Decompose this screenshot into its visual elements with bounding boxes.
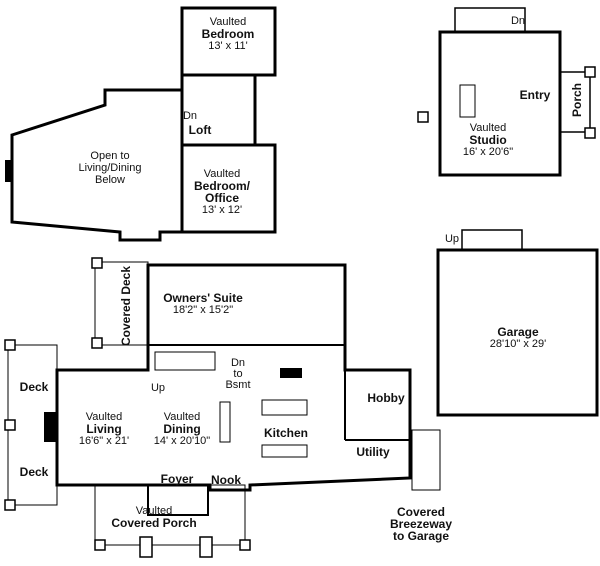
room-name: Covered Porch	[111, 516, 197, 530]
vaulted-text: Vaulted	[135, 505, 173, 517]
room-size: 16' x 20'6"	[462, 146, 514, 158]
room-name: Office	[204, 191, 240, 205]
deck-label: Deck	[19, 465, 49, 479]
kitchen-label: Kitchen	[263, 426, 309, 440]
room-name: Studio	[469, 133, 507, 147]
room-size: 16'6" x 21'	[78, 435, 130, 447]
room-name: Owners' Suite	[163, 291, 243, 305]
line: Covered	[396, 505, 446, 519]
foyer-label: Foyer	[160, 472, 194, 486]
room-size: 13' x 12'	[201, 204, 243, 216]
room-size: 14' x 20'10"	[153, 435, 211, 447]
garage-stair-up-label: Up	[444, 233, 460, 245]
deck-label: Deck	[19, 380, 49, 394]
stair-down-label: Dn	[182, 110, 198, 122]
vaulted-text: Vaulted	[469, 122, 507, 134]
line: Below	[95, 174, 125, 186]
posts	[4, 66, 596, 558]
line: to Garage	[392, 529, 450, 543]
nook-label: Nook	[211, 473, 241, 487]
vaulted-text: Vaulted	[163, 411, 201, 423]
line: Dn	[230, 357, 246, 369]
room-size: 13' x 11'	[208, 40, 248, 52]
stair-up-label: Up	[150, 382, 166, 394]
room-name: Bedroom/	[193, 179, 251, 193]
room-name: Dining	[163, 422, 201, 436]
utility-label: Utility	[356, 445, 390, 459]
vaulted-text: Vaulted	[209, 16, 247, 28]
room-name: Living	[86, 422, 122, 436]
entry-label: Entry	[519, 88, 551, 102]
studio-stair-down-label: Dn	[510, 15, 526, 27]
loft-label: Loft	[188, 123, 212, 137]
room-size: 18'2" x 15'2"	[172, 304, 234, 316]
room-name: Garage	[497, 325, 539, 339]
line: Living/Dining	[78, 162, 142, 174]
room-size: 28'10" x 29'	[489, 338, 547, 350]
covered-deck-label: Covered Deck	[119, 265, 133, 347]
line: to	[233, 368, 243, 380]
line: Bsmt	[225, 379, 251, 391]
vaulted-text: Vaulted	[85, 411, 123, 423]
vaulted-text: Vaulted	[203, 168, 241, 180]
studio-porch-label: Porch	[570, 82, 584, 118]
open-to-below-walls	[10, 88, 184, 242]
fireplaces	[5, 160, 302, 442]
room-name: Bedroom	[201, 27, 255, 41]
upper-bedroom-walls	[180, 6, 277, 234]
line: Open to	[90, 150, 130, 162]
line: Breezeway	[389, 517, 453, 531]
hobby-label: Hobby	[367, 391, 405, 405]
